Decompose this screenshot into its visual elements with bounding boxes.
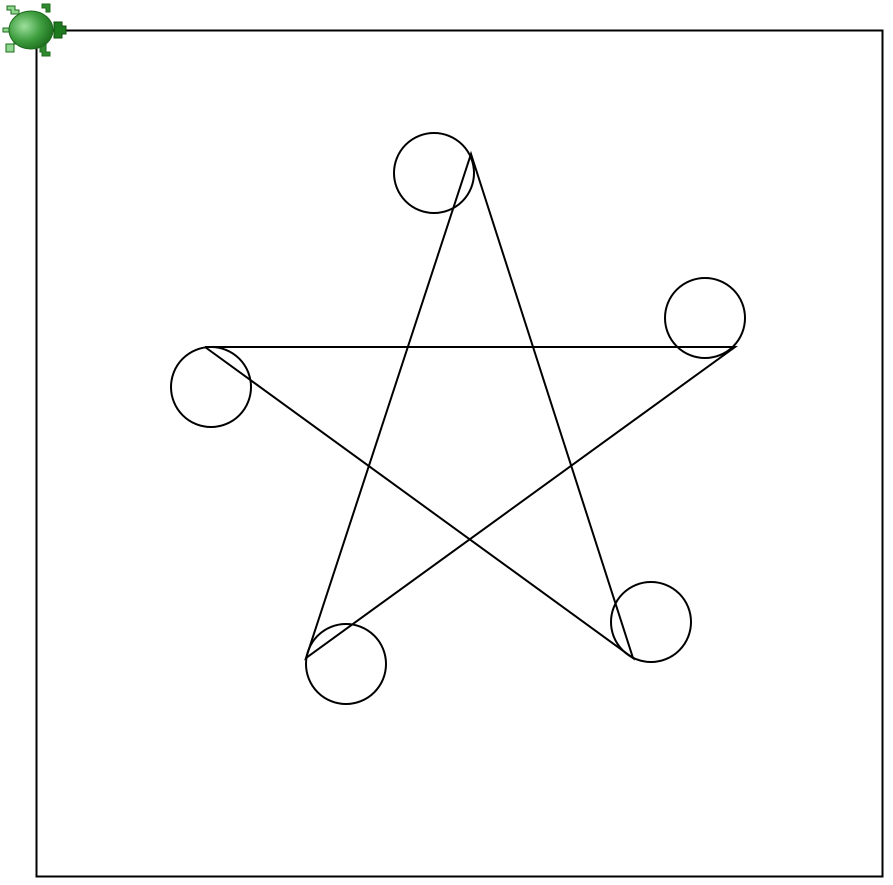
circle-bottom-left [305, 623, 387, 705]
turtle-icon [2, 3, 67, 57]
circle-right [664, 277, 746, 359]
star-path [204, 150, 739, 661]
circle-bottom-right [610, 581, 692, 663]
circle-left [170, 346, 252, 428]
drawing-boundary [35, 29, 884, 878]
circle-top [393, 132, 475, 214]
